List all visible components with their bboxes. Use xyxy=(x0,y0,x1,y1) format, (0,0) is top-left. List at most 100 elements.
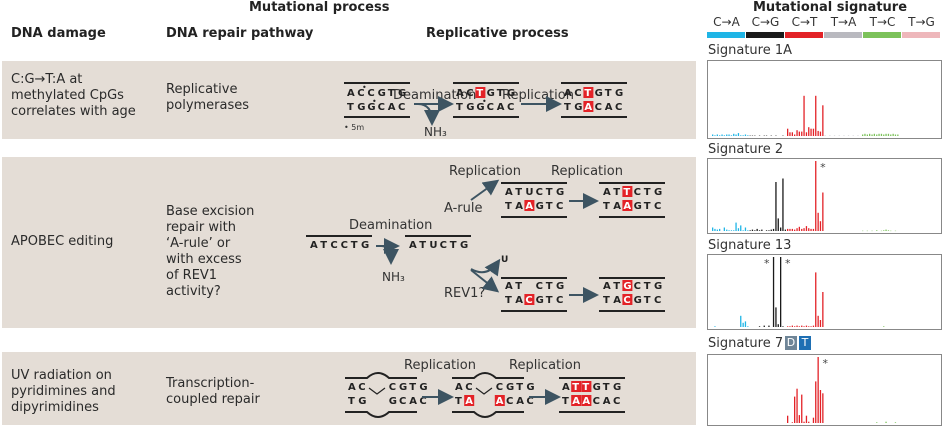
signature-bar xyxy=(815,272,817,327)
signature-bar xyxy=(819,320,822,327)
base: T xyxy=(644,187,651,198)
mutation-highlight xyxy=(622,200,633,211)
signature-bar xyxy=(808,326,810,327)
signature-bar xyxy=(801,325,803,327)
base: C xyxy=(526,396,533,407)
signature-bar xyxy=(869,133,871,136)
base: G xyxy=(556,281,564,292)
signature-bar xyxy=(812,228,815,231)
base: C xyxy=(623,295,630,306)
signature-bar xyxy=(897,134,899,136)
signature-1a-chart xyxy=(707,60,942,139)
base: A xyxy=(613,201,621,212)
base: T xyxy=(603,295,610,306)
signature-bar xyxy=(719,228,721,231)
curved-arrow-icon xyxy=(417,103,440,126)
repair-line: with excess xyxy=(166,252,242,267)
nh3-byproduct: NH₃ xyxy=(424,125,447,139)
signature-bar xyxy=(819,390,822,423)
legend-label: T→A xyxy=(830,15,857,29)
signature-bar xyxy=(812,325,815,327)
base: C xyxy=(378,102,385,113)
signature-bar xyxy=(803,228,805,231)
signature-bar xyxy=(763,325,765,327)
rev1-label: REV1? xyxy=(444,286,485,301)
signature-bar xyxy=(791,325,793,327)
base: C xyxy=(613,396,620,407)
legend-label: C→G xyxy=(751,15,780,29)
signature-bar xyxy=(794,134,796,136)
base: G xyxy=(593,382,601,393)
signature-bar xyxy=(721,134,723,136)
signature-bar xyxy=(808,421,810,423)
base: G xyxy=(654,281,662,292)
signature-bar xyxy=(817,130,819,136)
base: C xyxy=(556,201,563,212)
signature-bar xyxy=(805,415,808,423)
mutation-highlight xyxy=(475,87,486,98)
base: C xyxy=(654,295,661,306)
mutation-highlight xyxy=(494,395,505,406)
signature-bar xyxy=(815,95,817,136)
signature-bar xyxy=(887,230,890,231)
signature-bar xyxy=(817,212,819,231)
repair-line: Base excision xyxy=(166,204,255,219)
base: T xyxy=(388,88,395,99)
base: A xyxy=(347,88,355,99)
legend-swatch xyxy=(824,32,862,38)
signature-2-chart: * xyxy=(707,158,942,234)
signature-bar xyxy=(726,229,728,231)
base: T xyxy=(450,240,457,251)
base: T xyxy=(623,187,630,198)
signature-bar xyxy=(780,257,782,327)
signature-bar xyxy=(894,134,897,136)
base: G xyxy=(623,281,631,292)
base: A xyxy=(623,201,631,212)
signature-bar xyxy=(775,307,777,327)
signature-bar xyxy=(808,228,810,231)
signature-bar xyxy=(787,128,789,136)
base: A xyxy=(572,396,580,407)
base: G xyxy=(487,88,495,99)
replicative-process-header: Replicative process xyxy=(426,26,569,41)
base: T xyxy=(351,240,358,251)
svg-text:•: • xyxy=(362,83,367,92)
base: A xyxy=(582,396,590,407)
signature-bar xyxy=(878,133,880,136)
base: G xyxy=(389,396,397,407)
signature-bar xyxy=(726,134,728,136)
base: C xyxy=(615,102,622,113)
signature-bar xyxy=(728,134,730,136)
signature-bar xyxy=(812,128,815,136)
signature-bar xyxy=(822,393,824,423)
signature-bar xyxy=(876,134,878,136)
signature-bar xyxy=(883,230,885,231)
signature-bar xyxy=(744,321,747,327)
base: G xyxy=(634,295,642,306)
signature-bar xyxy=(777,218,779,231)
base: G xyxy=(398,88,406,99)
signature-bar xyxy=(772,257,775,327)
repair-line: Transcription- xyxy=(166,376,255,391)
signature-bar xyxy=(742,135,744,136)
signature-bar xyxy=(777,324,779,327)
signature-bar xyxy=(822,192,824,231)
signature-bar xyxy=(801,131,803,136)
repair-line: polymerases xyxy=(166,98,250,113)
signature-bar xyxy=(714,228,716,231)
signature-bar xyxy=(787,415,789,423)
signature-bar xyxy=(890,134,892,136)
deamination-label: Deamination xyxy=(393,88,476,103)
signature-bar xyxy=(747,135,749,136)
signature-bar xyxy=(812,417,815,423)
mutation-highlight xyxy=(622,294,633,305)
signature-bar xyxy=(791,422,793,423)
base: T xyxy=(603,201,610,212)
legend-label: T→C xyxy=(869,15,896,29)
dimer-link xyxy=(368,387,386,395)
arrow-icon xyxy=(470,269,500,293)
base: T xyxy=(613,187,620,198)
legend-label: C→A xyxy=(713,15,740,29)
base: U xyxy=(525,187,533,198)
repair-line: coupled repair xyxy=(166,392,260,407)
